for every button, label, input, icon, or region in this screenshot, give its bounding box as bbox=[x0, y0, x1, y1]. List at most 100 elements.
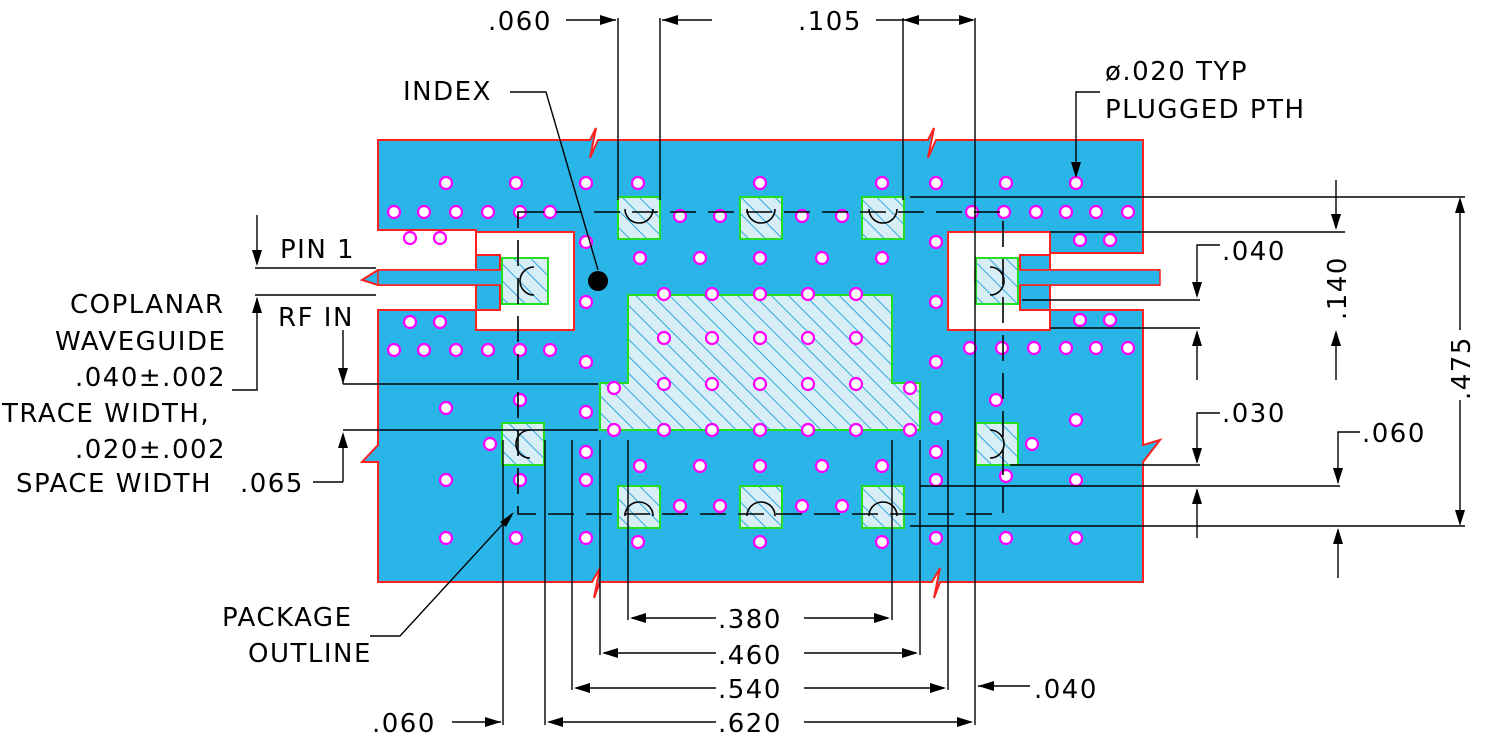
via bbox=[692, 458, 708, 474]
solder-pad bbox=[739, 485, 783, 529]
dim-right-040: .040 bbox=[1222, 237, 1286, 267]
via bbox=[1088, 340, 1104, 356]
via bbox=[448, 204, 464, 220]
via bbox=[438, 530, 454, 546]
dim-065: .065 bbox=[240, 469, 304, 499]
via bbox=[578, 404, 594, 420]
via-size-label: ø.020 TYP bbox=[1105, 57, 1248, 87]
via bbox=[874, 534, 890, 550]
dim-475: .475 bbox=[1447, 336, 1477, 400]
dim-bottom-060: .060 bbox=[372, 709, 436, 739]
center-paddle bbox=[599, 294, 921, 431]
dim-top-060: .060 bbox=[488, 7, 552, 37]
dim-top-105: .105 bbox=[798, 7, 862, 37]
via bbox=[874, 250, 890, 266]
via bbox=[928, 472, 944, 488]
pad-notch bbox=[746, 501, 776, 517]
dim-right-030: .030 bbox=[1222, 399, 1286, 429]
via bbox=[848, 376, 864, 392]
via bbox=[512, 342, 528, 358]
via bbox=[704, 376, 720, 392]
via bbox=[1088, 204, 1104, 220]
via bbox=[402, 230, 418, 246]
via bbox=[1072, 312, 1088, 328]
via bbox=[998, 175, 1014, 191]
solder-pad bbox=[501, 257, 549, 305]
via bbox=[578, 354, 594, 370]
via bbox=[1120, 204, 1136, 220]
via bbox=[386, 342, 402, 358]
via bbox=[1058, 204, 1074, 220]
via bbox=[794, 208, 810, 224]
via bbox=[704, 330, 720, 346]
via bbox=[1068, 472, 1084, 488]
via bbox=[988, 392, 1004, 408]
via bbox=[656, 330, 672, 346]
via bbox=[848, 330, 864, 346]
outline-label: OUTLINE bbox=[248, 639, 372, 669]
via-type-label: PLUGGED PTH bbox=[1105, 95, 1306, 125]
via bbox=[928, 354, 944, 370]
via bbox=[480, 342, 496, 358]
via bbox=[712, 208, 728, 224]
pad-notch bbox=[989, 266, 1005, 296]
via bbox=[416, 342, 432, 358]
via bbox=[902, 422, 918, 438]
solder-pad bbox=[975, 257, 1019, 305]
solder-pad bbox=[861, 485, 905, 529]
trace-width-label: TRACE WIDTH, bbox=[1, 399, 210, 429]
via bbox=[752, 534, 768, 550]
package-outline bbox=[517, 211, 1004, 515]
via bbox=[928, 444, 944, 460]
via bbox=[834, 208, 850, 224]
dim-540: .540 bbox=[718, 675, 782, 705]
via bbox=[712, 498, 728, 514]
pin1-label: PIN 1 bbox=[280, 235, 355, 265]
via bbox=[752, 376, 768, 392]
pad-notch bbox=[515, 429, 531, 459]
via bbox=[1068, 530, 1084, 546]
via bbox=[1058, 340, 1074, 356]
index-label: INDEX bbox=[403, 77, 492, 107]
pad-notch bbox=[868, 208, 898, 224]
via bbox=[800, 286, 816, 302]
via bbox=[482, 436, 498, 452]
via-group bbox=[386, 175, 1136, 550]
via bbox=[402, 314, 418, 330]
dim-620: .620 bbox=[718, 709, 782, 739]
via bbox=[800, 422, 816, 438]
via bbox=[448, 342, 464, 358]
dim-right-060: .060 bbox=[1362, 419, 1426, 449]
pad-notch bbox=[868, 501, 898, 517]
via bbox=[928, 175, 944, 191]
pad-notch bbox=[624, 501, 654, 517]
solder-pad bbox=[617, 485, 661, 529]
via bbox=[672, 208, 688, 224]
via bbox=[1120, 340, 1136, 356]
pad-notch bbox=[989, 429, 1005, 459]
via bbox=[542, 342, 558, 358]
via bbox=[542, 204, 558, 220]
pad-notch bbox=[624, 208, 654, 224]
via bbox=[508, 175, 524, 191]
via bbox=[480, 204, 496, 220]
solder-pad bbox=[861, 196, 905, 240]
via bbox=[928, 234, 944, 250]
pad-notch bbox=[519, 266, 535, 296]
dim-460: .460 bbox=[718, 641, 782, 671]
via bbox=[928, 410, 944, 426]
pad-notch bbox=[746, 208, 776, 224]
via bbox=[630, 534, 646, 550]
via bbox=[962, 340, 978, 356]
via bbox=[632, 250, 648, 266]
via bbox=[1072, 232, 1088, 248]
via bbox=[814, 458, 830, 474]
index-dot bbox=[588, 271, 608, 291]
via bbox=[998, 530, 1014, 546]
arrowheads bbox=[252, 15, 1465, 727]
via bbox=[752, 175, 768, 191]
waveguide-label: WAVEGUIDE bbox=[55, 327, 226, 357]
via bbox=[1068, 412, 1084, 428]
dim-bottom-040: .040 bbox=[1034, 675, 1098, 705]
